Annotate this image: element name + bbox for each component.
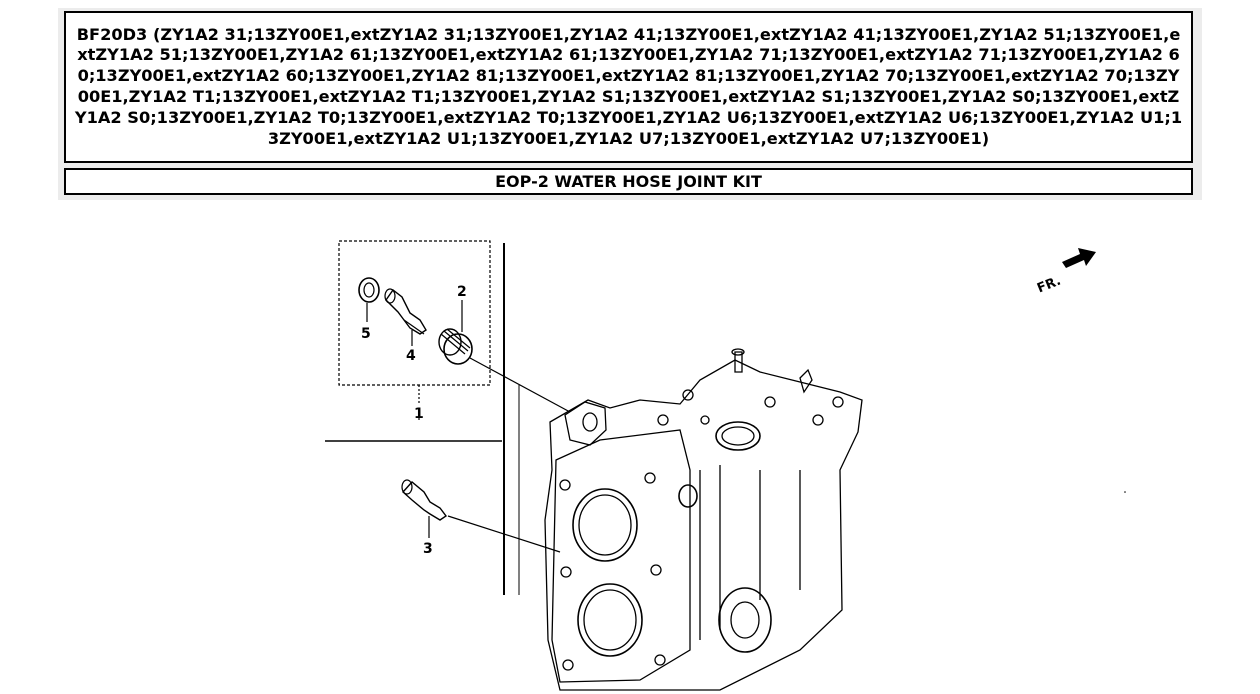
callout-1: 1	[414, 406, 424, 422]
callout-5: 5	[361, 326, 371, 342]
model-title-box: BF20D3 (ZY1A2 31;13ZY00E1,extZY1A2 31;13…	[64, 11, 1193, 163]
front-direction-arrow	[1062, 248, 1096, 268]
callout-2: 2	[457, 284, 467, 300]
kit-boundary-box	[338, 240, 491, 386]
section-title: EOP-2 WATER HOSE JOINT KIT	[495, 172, 762, 191]
part-5-oring	[358, 277, 380, 303]
engine-block	[544, 348, 863, 691]
part-4-joint	[384, 288, 427, 335]
callout-4: 4	[406, 348, 416, 364]
part-2-nut	[438, 328, 473, 365]
front-direction-label: FR.	[1035, 274, 1063, 297]
callout-3: 3	[423, 541, 433, 557]
part-3-joint	[401, 479, 448, 521]
section-title-box: EOP-2 WATER HOSE JOINT KIT	[64, 168, 1193, 195]
model-title: BF20D3 (ZY1A2 31;13ZY00E1,extZY1A2 31;13…	[74, 24, 1183, 148]
